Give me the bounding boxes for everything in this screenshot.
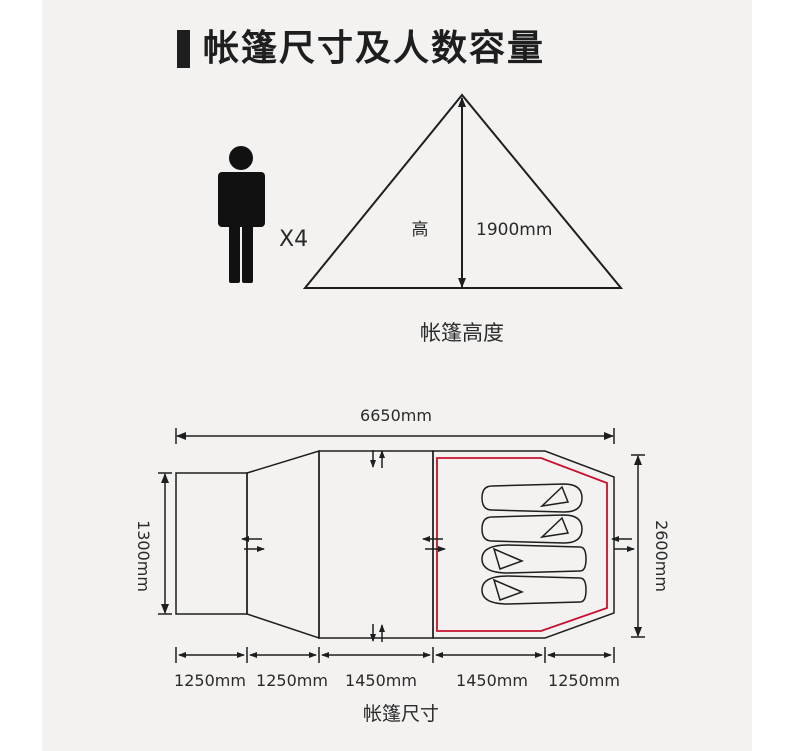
height-value-label: 1900mm (476, 220, 552, 240)
left-height-dimension: 1300mm (134, 472, 172, 615)
total-length-dimension: 6650mm (175, 406, 615, 444)
left-height-label: 1300mm (134, 520, 153, 592)
inner-tent-outline (436, 457, 608, 632)
segment-label-1: 1250mm (174, 671, 246, 690)
right-height-label: 2600mm (652, 520, 671, 592)
title-marker (177, 30, 190, 68)
segment-label-5: 1250mm (548, 671, 620, 690)
height-caption: 帐篷高度 (420, 321, 504, 345)
segment-label-2: 1250mm (256, 671, 328, 690)
segment-dimensions (175, 647, 615, 663)
person-icon (218, 146, 265, 283)
sleeping-bag-icon (481, 575, 587, 605)
tent-height-diagram: 高 1900mm 帐篷高度 (302, 93, 624, 345)
sleeping-bag-icon (481, 483, 583, 513)
tent-floor-plan (175, 449, 615, 640)
sleeping-bags (481, 483, 587, 605)
page-title: 帐篷尺寸及人数容量 (203, 28, 546, 69)
height-char-label: 高 (412, 220, 429, 240)
segment-label-3: 1450mm (345, 671, 417, 690)
size-caption: 帐篷尺寸 (363, 703, 439, 725)
background-panel (42, 0, 752, 751)
door-arrows (241, 450, 635, 642)
living-room (318, 450, 434, 639)
sleeping-bag-icon (481, 514, 583, 544)
segment-label-4: 1450mm (456, 671, 528, 690)
sleeping-bag-icon (481, 544, 587, 574)
total-length-label: 6650mm (360, 406, 432, 425)
front-vestibule (175, 472, 248, 615)
capacity-multiplier: X4 (279, 227, 308, 252)
sleeping-area-outer (432, 450, 615, 639)
vestibule-taper (246, 449, 320, 640)
right-height-dimension: 2600mm (631, 454, 671, 638)
